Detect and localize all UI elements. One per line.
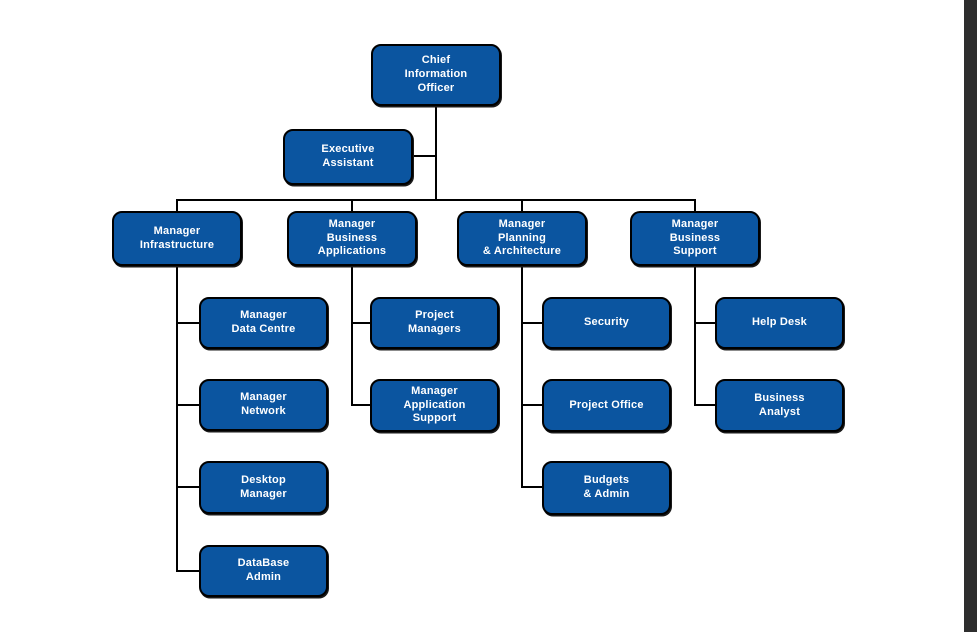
stub-mgr-data-centre [176,322,201,324]
org-node-manager-business-support: Manager Business Support [630,211,760,266]
org-node-manager-data-centre: Manager Data Centre [199,297,328,349]
connector-stub-business-applications [351,199,353,213]
org-node-manager-infrastructure: Manager Infrastructure [112,211,242,266]
connector-stub-planning-architecture [521,199,523,213]
trunk-business-applications [351,264,353,406]
right-edge-strip [964,0,977,632]
org-node-project-managers: Project Managers [370,297,499,349]
connector-stub-infrastructure [176,199,178,213]
org-node-manager-planning-architecture: Manager Planning & Architecture [457,211,587,266]
org-node-project-office: Project Office [542,379,671,432]
stub-desktop-manager [176,486,201,488]
trunk-infrastructure [176,264,178,572]
stub-help-desk [694,322,717,324]
stub-security [521,322,544,324]
stub-project-office [521,404,544,406]
stub-budgets-admin [521,486,544,488]
org-node-manager-network: Manager Network [199,379,328,431]
connector-cio-vertical [435,105,437,201]
stub-business-analyst [694,404,717,406]
org-node-desktop-manager: Desktop Manager [199,461,328,514]
connector-managers-horizontal [176,199,696,201]
stub-mgr-application-support [351,404,372,406]
trunk-planning-architecture [521,264,523,488]
connector-stub-business-support [694,199,696,213]
connector-exec-assistant [412,155,437,157]
stub-database-admin [176,570,201,572]
org-node-database-admin: DataBase Admin [199,545,328,597]
org-node-manager-business-applications: Manager Business Applications [287,211,417,266]
org-node-chief-information-officer: Chief Information Officer [371,44,501,106]
stub-project-managers [351,322,372,324]
org-node-executive-assistant: Executive Assistant [283,129,413,185]
org-node-help-desk: Help Desk [715,297,844,349]
org-node-budgets-admin: Budgets & Admin [542,461,671,515]
stub-mgr-network [176,404,201,406]
org-node-business-analyst: Business Analyst [715,379,844,432]
trunk-business-support [694,264,696,406]
org-node-security: Security [542,297,671,349]
org-node-manager-application-support: Manager Application Support [370,379,499,432]
